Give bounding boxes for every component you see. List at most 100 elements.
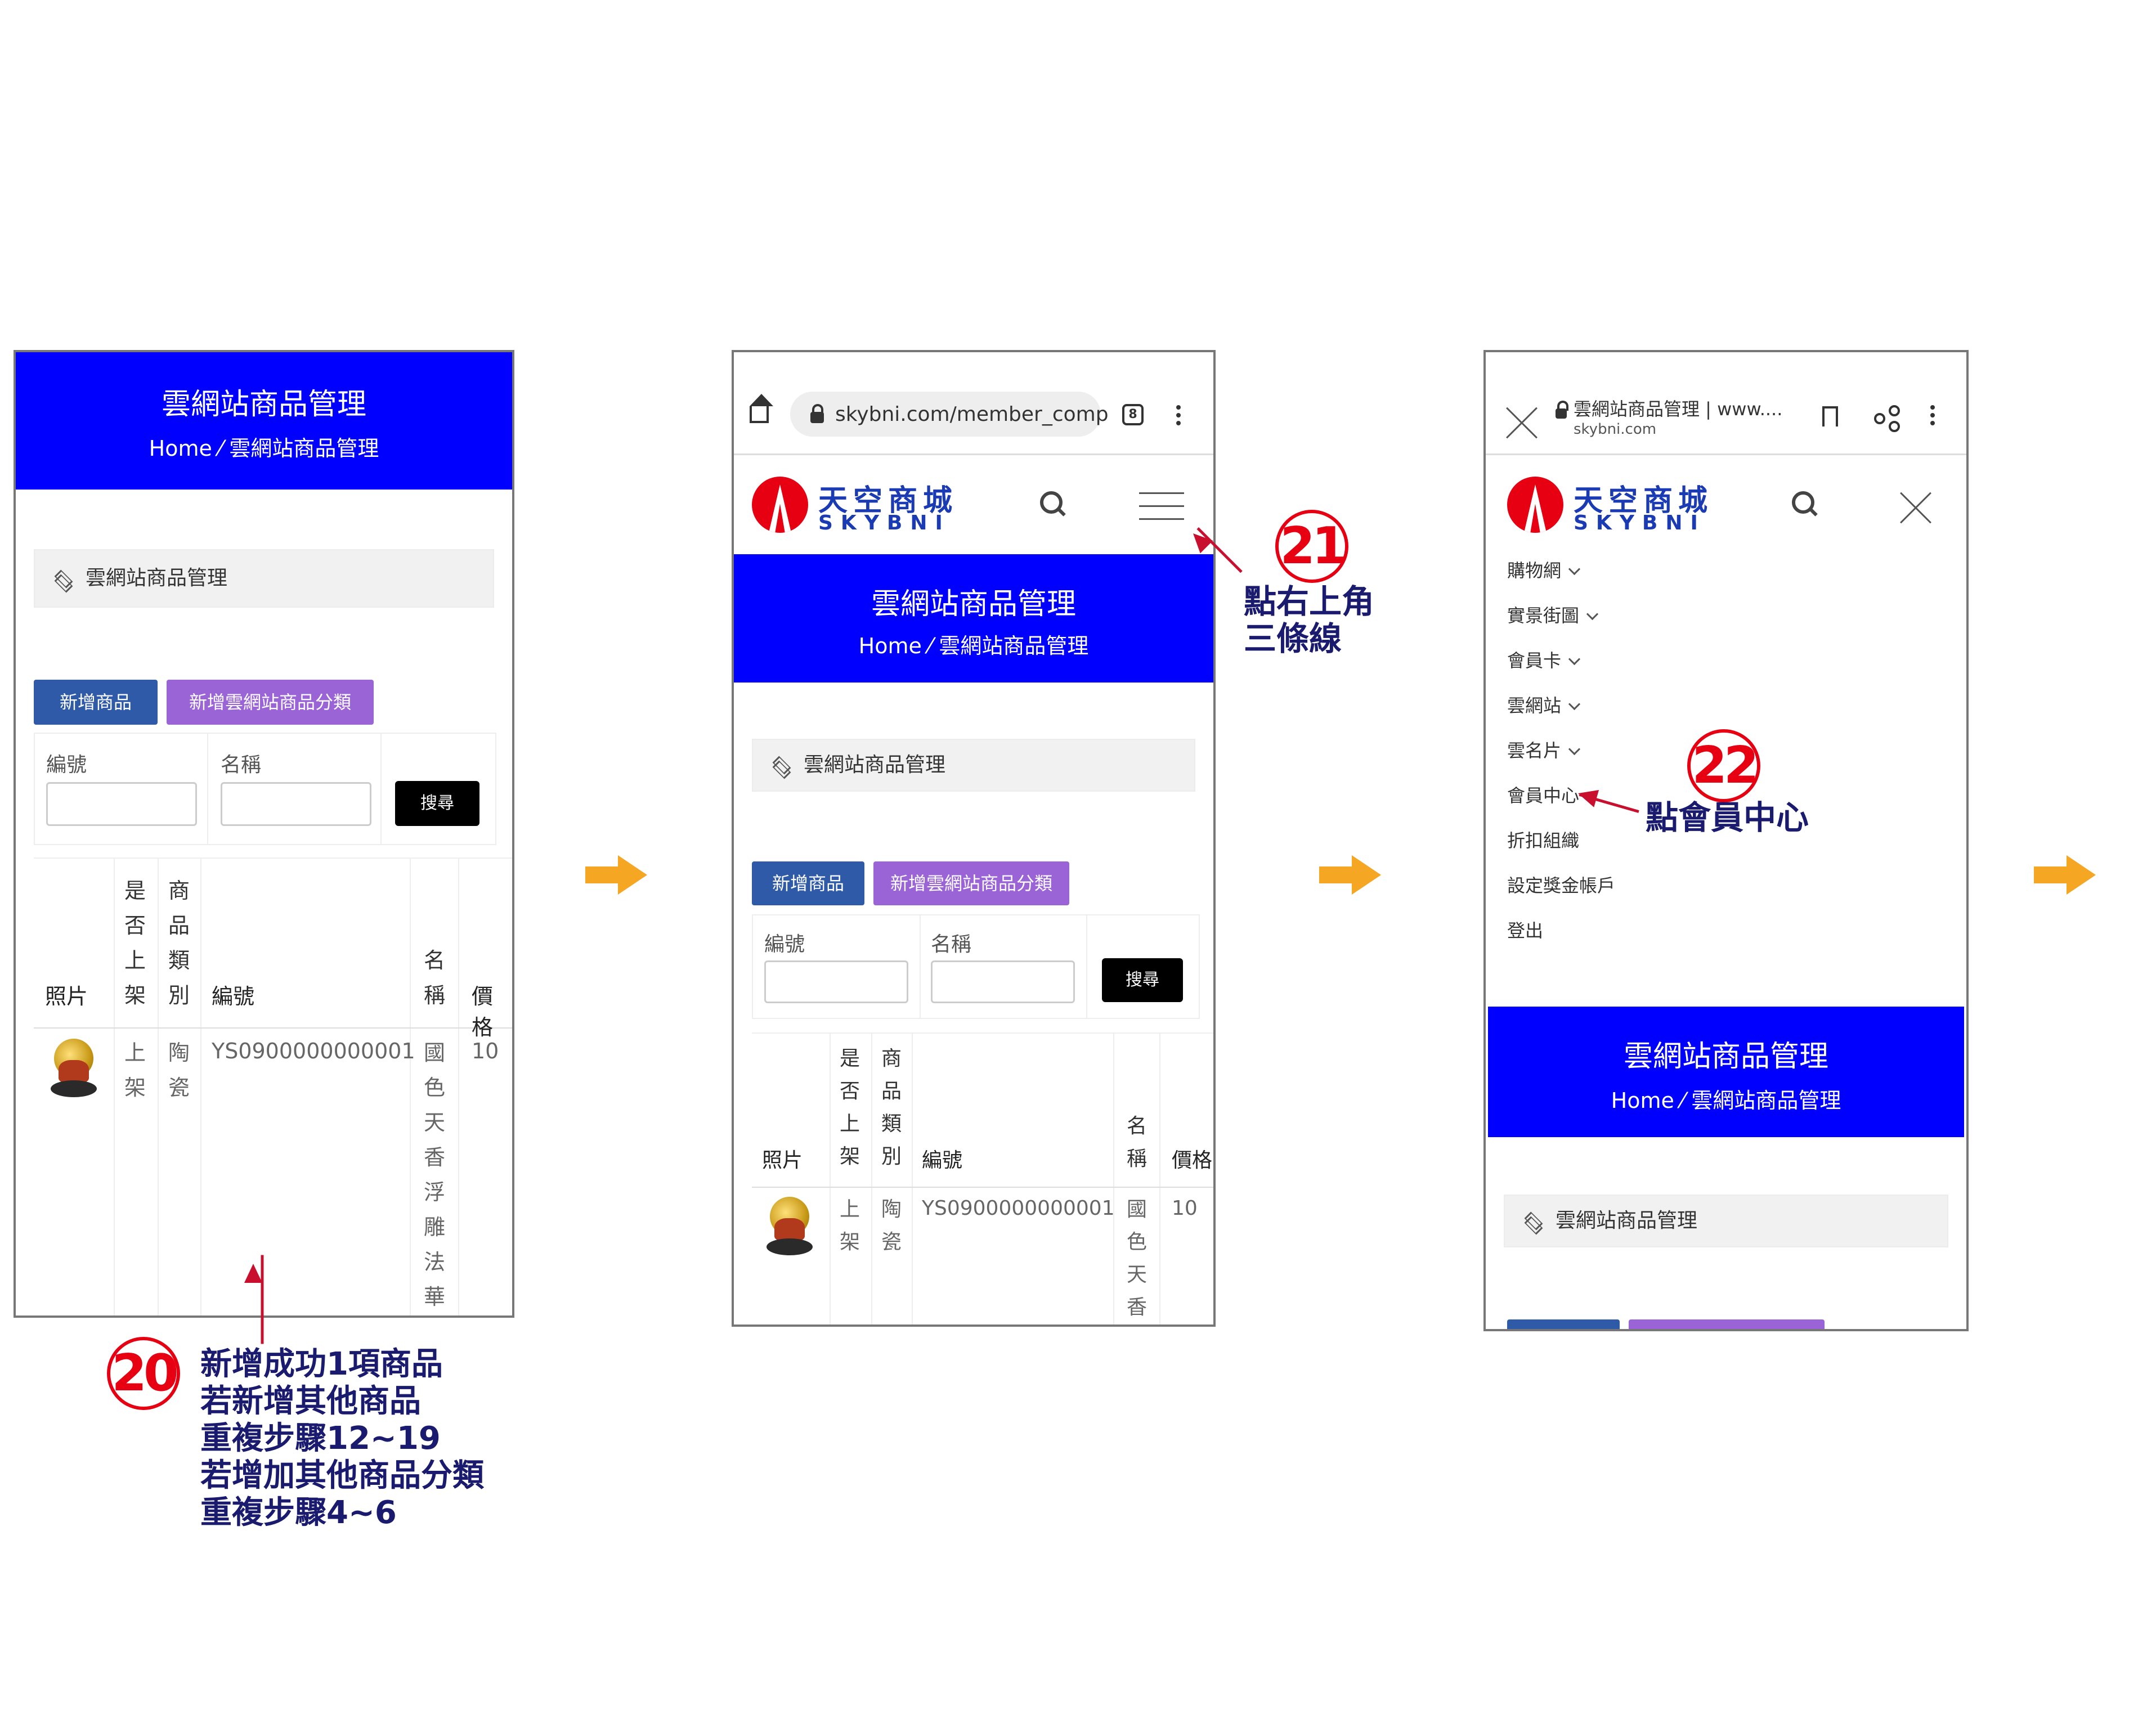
search-button[interactable]: 搜尋: [1102, 958, 1183, 1002]
add-product-button[interactable]: 新增商品: [34, 680, 158, 725]
chevron-down-icon: [1568, 653, 1581, 666]
th-name: 名稱: [423, 948, 445, 1008]
layers-icon: [53, 569, 73, 593]
code-input[interactable]: [46, 782, 197, 826]
screen-3-phone: 雲網站商品管理 | www.... skybni.com 天空商城 SKYBNI…: [1483, 350, 1969, 1331]
bookmark-icon[interactable]: [1822, 406, 1838, 428]
breadcrumb[interactable]: Home ⁄ 雲網站商品管理: [149, 436, 379, 461]
row-code: YS0900000000001: [212, 1039, 415, 1063]
site-header: 天空商城 SKYBNI: [734, 455, 1213, 554]
product-table: 照片 是否上架 商品類別 編號 名稱 價格 上架 陶瓷 YS0900000000…: [34, 857, 512, 1316]
share-icon[interactable]: [1874, 405, 1900, 432]
row-category: 陶瓷: [168, 1040, 190, 1100]
logo-text-en: SKYBNI: [818, 511, 951, 535]
th-listed: 是否上架: [839, 1047, 860, 1168]
menu-item-cloud-card[interactable]: 雲名片: [1507, 737, 1581, 762]
panel-title: 雲網站商品管理: [34, 549, 494, 608]
add-product-button[interactable]: 新增商品: [1507, 1319, 1620, 1329]
step-22-text: 點會員中心: [1646, 798, 1809, 837]
product-table: 照片 是否上架 商品類別 編號 名稱 價格 上架 陶瓷 YS0900000000…: [752, 1032, 1213, 1325]
skybni-logo-icon[interactable]: [752, 477, 808, 533]
product-photo[interactable]: [764, 1197, 815, 1259]
th-photo: 照片: [45, 984, 88, 1009]
hero-title: 雲網站商品管理: [871, 587, 1076, 621]
th-code: 編號: [212, 984, 255, 1009]
tabs-icon[interactable]: 8: [1122, 404, 1144, 425]
menu-item-bonus-account[interactable]: 設定獎金帳戶: [1507, 875, 1616, 896]
code-label: 編號: [764, 933, 805, 956]
more-icon[interactable]: [1176, 402, 1181, 429]
add-product-button[interactable]: 新增商品: [752, 861, 864, 905]
add-category-button[interactable]: 新增雲網站商品分類: [1629, 1319, 1825, 1329]
menu-item-cloud-site[interactable]: 雲網站: [1507, 692, 1581, 717]
page-hero: 雲網站商品管理 Home ⁄ 雲網站商品管理: [16, 352, 512, 490]
browser-toolbar: skybni.com/member_comp 8: [734, 352, 1213, 455]
menu-item-street-view[interactable]: 實景街圖: [1507, 601, 1599, 627]
row-price: 10: [472, 1039, 499, 1063]
menu-item-logout[interactable]: 登出: [1507, 920, 1544, 941]
browser-toolbar: 雲網站商品管理 | www.... skybni.com: [1486, 352, 1966, 455]
menu-icon[interactable]: [1139, 492, 1184, 520]
name-input[interactable]: [931, 960, 1075, 1003]
lock-icon: [1556, 401, 1568, 419]
flow-arrow-icon: [2034, 855, 2096, 895]
breadcrumb[interactable]: Home ⁄ 雲網站商品管理: [858, 634, 1089, 658]
row-code: YS0900000000001: [922, 1197, 1115, 1220]
site-header: 天空商城 SKYBNI: [1486, 455, 1966, 551]
hero-title: 雲網站商品管理: [1623, 1040, 1828, 1074]
flow-arrow-icon: [585, 855, 647, 895]
name-label: 名稱: [221, 753, 262, 776]
menu-item-member-card[interactable]: 會員卡: [1507, 646, 1581, 672]
url-text[interactable]: skybni.com/member_comp: [835, 403, 1109, 426]
product-photo[interactable]: [48, 1039, 99, 1101]
step-20-badge: 20: [107, 1337, 180, 1410]
layers-icon: [771, 756, 791, 779]
menu-item-shopping[interactable]: 購物網: [1507, 556, 1581, 582]
menu-item-member-center[interactable]: 會員中心: [1507, 785, 1580, 806]
logo-text-cn: 天空商城: [818, 483, 958, 518]
panel-title: 雲網站商品管理: [752, 739, 1195, 792]
more-icon[interactable]: [1930, 402, 1935, 429]
name-label: 名稱: [931, 933, 972, 956]
add-category-button[interactable]: 新增雲網站商品分類: [167, 680, 374, 725]
flow-arrow-icon: [1319, 855, 1381, 895]
close-menu-icon[interactable]: [1899, 491, 1933, 525]
logo-text-en: SKYBNI: [1574, 511, 1706, 535]
address-bar[interactable]: [790, 392, 1101, 437]
row-listed: 上架: [839, 1198, 860, 1254]
row-price: 10: [1172, 1197, 1198, 1220]
th-code: 編號: [922, 1149, 963, 1172]
page-hero: 雲網站商品管理 Home ⁄ 雲網站商品管理: [734, 554, 1213, 683]
screen-1-phone: 雲網站商品管理 Home ⁄ 雲網站商品管理 雲網站商品管理 新增商品 新增雲網…: [14, 350, 514, 1318]
chevron-down-icon: [1586, 608, 1599, 621]
search-button[interactable]: 搜尋: [395, 781, 479, 826]
page-title[interactable]: 雲網站商品管理 | www....: [1574, 398, 1783, 420]
search-icon[interactable]: [1040, 491, 1065, 516]
search-form: 編號 名稱 搜尋: [752, 914, 1200, 1019]
code-input[interactable]: [764, 960, 908, 1003]
menu-item-discount-org[interactable]: 折扣組織: [1507, 830, 1580, 851]
panel-title: 雲網站商品管理: [1504, 1195, 1948, 1247]
row-name: 國色天香浮雕法華彩聚: [423, 1040, 445, 1309]
screen-2-phone: skybni.com/member_comp 8 天空商城 SKYBNI 雲網站…: [732, 350, 1216, 1327]
home-icon[interactable]: [750, 394, 773, 423]
step-21-text: 點右上角 三條線: [1244, 582, 1375, 658]
lock-icon: [810, 404, 824, 423]
chevron-down-icon: [1568, 698, 1581, 711]
pointer-arrow-head-20: [244, 1264, 262, 1283]
code-label: 編號: [46, 753, 87, 776]
chevron-down-icon: [1568, 563, 1581, 576]
layers-icon: [1523, 1211, 1543, 1235]
th-listed: 是否上架: [124, 878, 146, 1008]
search-form: 編號 名稱 搜尋: [34, 733, 496, 845]
page-hero: 雲網站商品管理 Home ⁄ 雲網站商品管理: [1488, 1007, 1964, 1137]
th-price: 價格: [472, 984, 494, 1040]
skybni-logo-icon[interactable]: [1507, 477, 1563, 533]
th-name: 名稱: [1126, 1115, 1147, 1170]
close-tab-icon[interactable]: [1505, 406, 1522, 423]
search-icon[interactable]: [1792, 491, 1817, 516]
breadcrumb[interactable]: Home ⁄ 雲網站商品管理: [1611, 1088, 1841, 1113]
add-category-button[interactable]: 新增雲網站商品分類: [873, 861, 1069, 905]
name-input[interactable]: [221, 782, 371, 826]
nav-menu: 購物網 實景街圖 會員卡 雲網站 雲名片 會員中心 折扣組織 設定獎金帳戶 登出: [1486, 551, 1966, 1007]
